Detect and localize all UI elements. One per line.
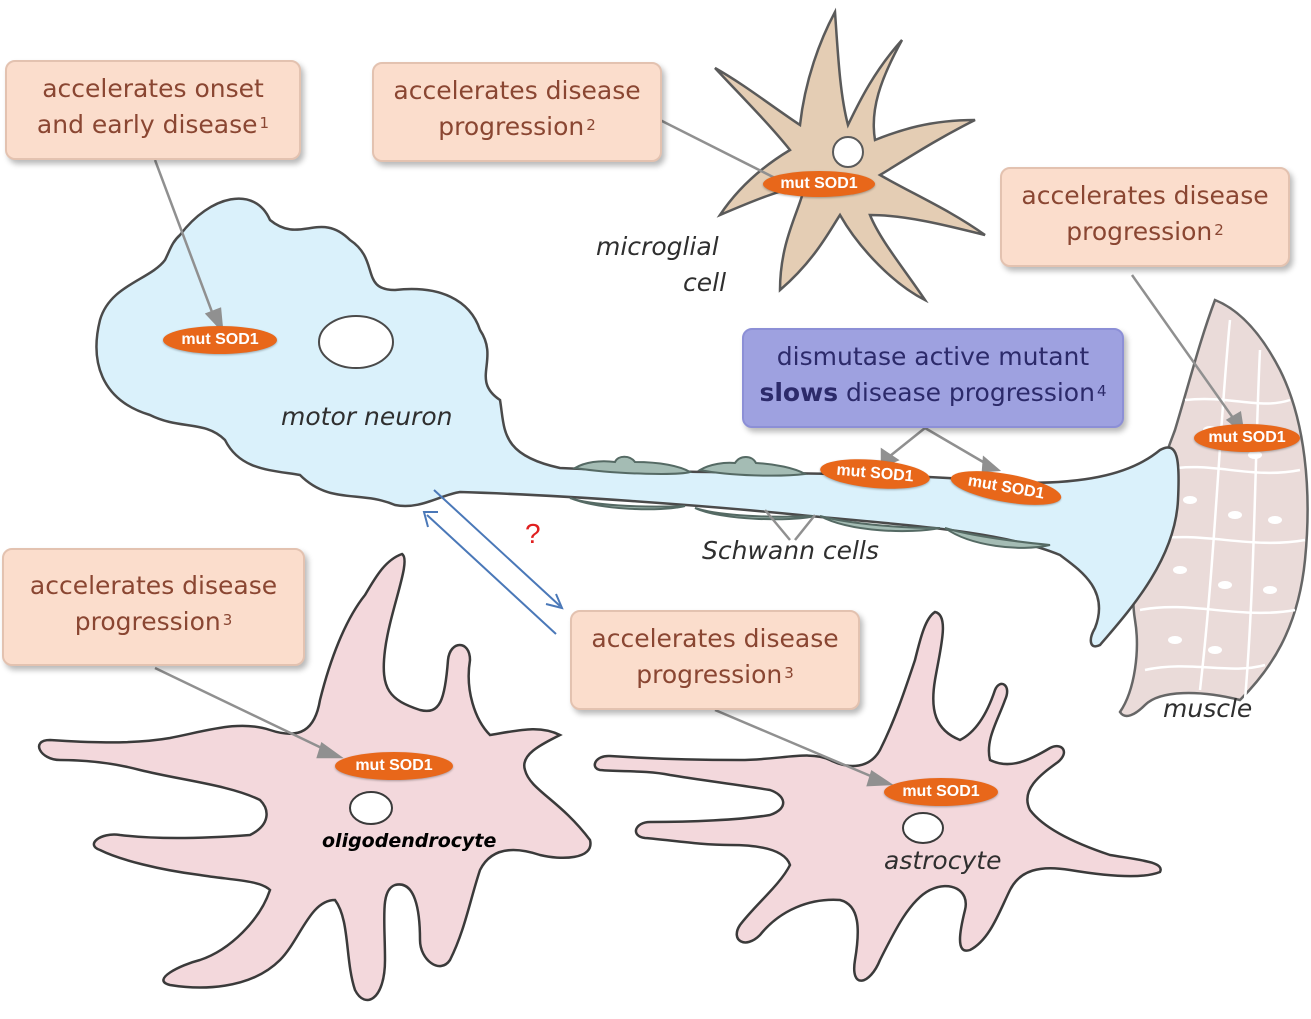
mut-sod1-badge: mut SOD1 [763, 171, 875, 197]
mut-sod1-badge: mut SOD1 [163, 326, 277, 354]
microglial-label-cell: cell [683, 268, 726, 297]
mut-sod1-badge: mut SOD1 [1194, 424, 1300, 452]
microglial-label: microglial [596, 232, 719, 261]
oligodendrocyte-nucleus [350, 792, 392, 824]
callout-line: accelerates disease [1002, 178, 1288, 214]
reference-number: 3 [223, 611, 233, 629]
reference-number: 3 [784, 664, 794, 682]
mut-sod1-badge: mut SOD1 [335, 752, 453, 780]
callout-text: and early disease [37, 110, 258, 139]
astrocyte-label: astrocyte [884, 846, 1001, 875]
schwann-cell [700, 457, 805, 476]
callout-text: progression [438, 112, 584, 141]
callout-line: accelerates onset [7, 71, 299, 107]
interaction-arrow [424, 490, 562, 634]
callout-text: progression [75, 607, 221, 636]
motor-neuron-nucleus [319, 316, 393, 368]
motor-neuron-label: motor neuron [281, 402, 452, 431]
callout-text: progression [1066, 217, 1212, 246]
reference-number: 4 [1097, 382, 1107, 400]
reference-number: 2 [586, 116, 596, 134]
emphasis-text: slows [759, 378, 838, 407]
callout-line: dismutase active mutant [744, 339, 1122, 375]
mut-sod1-badge: mut SOD1 [884, 778, 998, 806]
question-mark: ? [525, 518, 541, 550]
callout-line: accelerates disease [572, 621, 858, 657]
callout-schwann: dismutase active mutant slows disease pr… [742, 328, 1124, 428]
muscle-label: muscle [1163, 694, 1252, 723]
callout-line: accelerates disease [4, 568, 303, 604]
microglial-nucleus [833, 137, 863, 167]
reference-number: 2 [1214, 221, 1224, 239]
oligodendrocyte-label: oligodendrocyte [322, 830, 496, 852]
astrocyte-nucleus [903, 813, 943, 843]
callout-text: progression [636, 660, 782, 689]
schwann-cells-label: Schwann cells [702, 536, 879, 565]
reference-number: 1 [260, 114, 270, 132]
callout-text: disease progression [838, 378, 1095, 407]
callout-line: accelerates disease [374, 73, 660, 109]
